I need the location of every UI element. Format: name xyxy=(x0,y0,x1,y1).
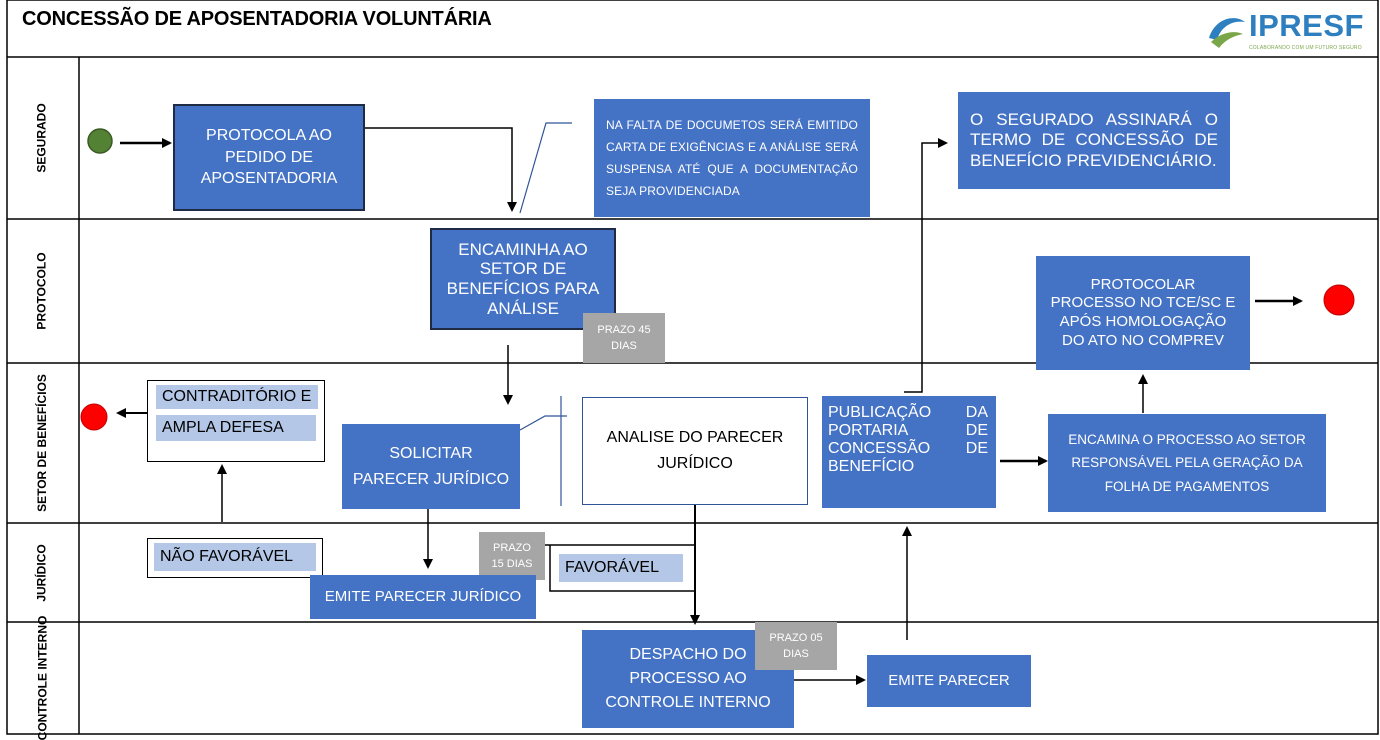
ipresf-logo: IPRESF COLABORANDO COM UM FUTURO SEGURO xyxy=(1205,8,1377,56)
publicacao-row: PUBLICAÇÃO DA xyxy=(828,404,988,422)
logo-text: IPRESF xyxy=(1249,8,1364,43)
publicacao-word: DA xyxy=(965,404,988,421)
page-title: CONCESSÃO DE APOSENTADORIA VOLUNTÁRIA xyxy=(22,8,492,30)
end-event-rejected xyxy=(80,403,108,431)
emite-parecer-juridico-node: EMITE PARECER JURÍDICO xyxy=(310,575,536,619)
publicacao-word: PORTARIA xyxy=(828,421,909,439)
publicacao-row: BENEFÍCIO xyxy=(828,458,988,476)
prazo-05-badge: PRAZO 05 DIAS xyxy=(755,622,837,670)
contraditorio-container: CONTRADITÓRIO E AMPLA DEFESA xyxy=(147,380,325,462)
protocolar-tce-node: PROTOCOLAR PROCESSO NO TCE/SC E APÓS HOM… xyxy=(1036,256,1250,370)
publicacao-row: PORTARIA DE xyxy=(828,422,988,440)
prazo-45-badge: PRAZO 45 DIAS xyxy=(583,313,665,363)
end-event-final xyxy=(1323,284,1355,316)
publicacao-word: PUBLICAÇÃO xyxy=(828,404,932,421)
publicacao-portaria-node: PUBLICAÇÃO DA PORTARIA DE CONCESSÃO DE B… xyxy=(822,396,996,508)
emite-parecer-node: EMITE PARECER xyxy=(867,655,1031,707)
contraditorio-line-2: AMPLA DEFESA xyxy=(156,415,316,441)
start-event xyxy=(87,128,113,154)
publicacao-row: CONCESSÃO DE xyxy=(828,440,988,458)
publicacao-word: DE xyxy=(965,439,988,457)
falta-documentos-note: NA FALTA DE DOCUMETOS SERÁ EMITIDO CARTA… xyxy=(594,99,870,217)
publicacao-word: CONCESSÃO xyxy=(828,439,931,457)
nao-favoravel-label: NÃO FAVORÁVEL xyxy=(154,543,316,571)
encamina-folha-node: ENCAMINA O PROCESSO AO SETOR RESPONSÁVEL… xyxy=(1048,414,1326,512)
nao-favoravel-container: NÃO FAVORÁVEL xyxy=(147,538,323,578)
favoravel-label: FAVORÁVEL xyxy=(559,554,683,582)
logo-tagline: COLABORANDO COM UM FUTURO SEGURO xyxy=(1249,45,1362,51)
segurado-assinara-node: O SEGURADO ASSINARÁ O TERMO DE CONCESSÃO… xyxy=(958,92,1230,189)
analise-parecer-node: ANALISE DO PARECER JURÍDICO xyxy=(582,397,808,505)
contraditorio-line-1: CONTRADITÓRIO E xyxy=(156,385,318,409)
protocola-pedido-node: PROTOCOLA AO PEDIDO DE APOSENTADORIA xyxy=(173,104,365,211)
publicacao-word: BENEFÍCIO xyxy=(828,457,915,475)
publicacao-word: DE xyxy=(965,421,988,439)
logo-swirl-icon xyxy=(1209,18,1245,48)
prazo-15-badge: PRAZO 15 DIAS xyxy=(479,532,545,580)
solicitar-parecer-node: SOLICITAR PARECER JURÍDICO xyxy=(342,424,520,509)
